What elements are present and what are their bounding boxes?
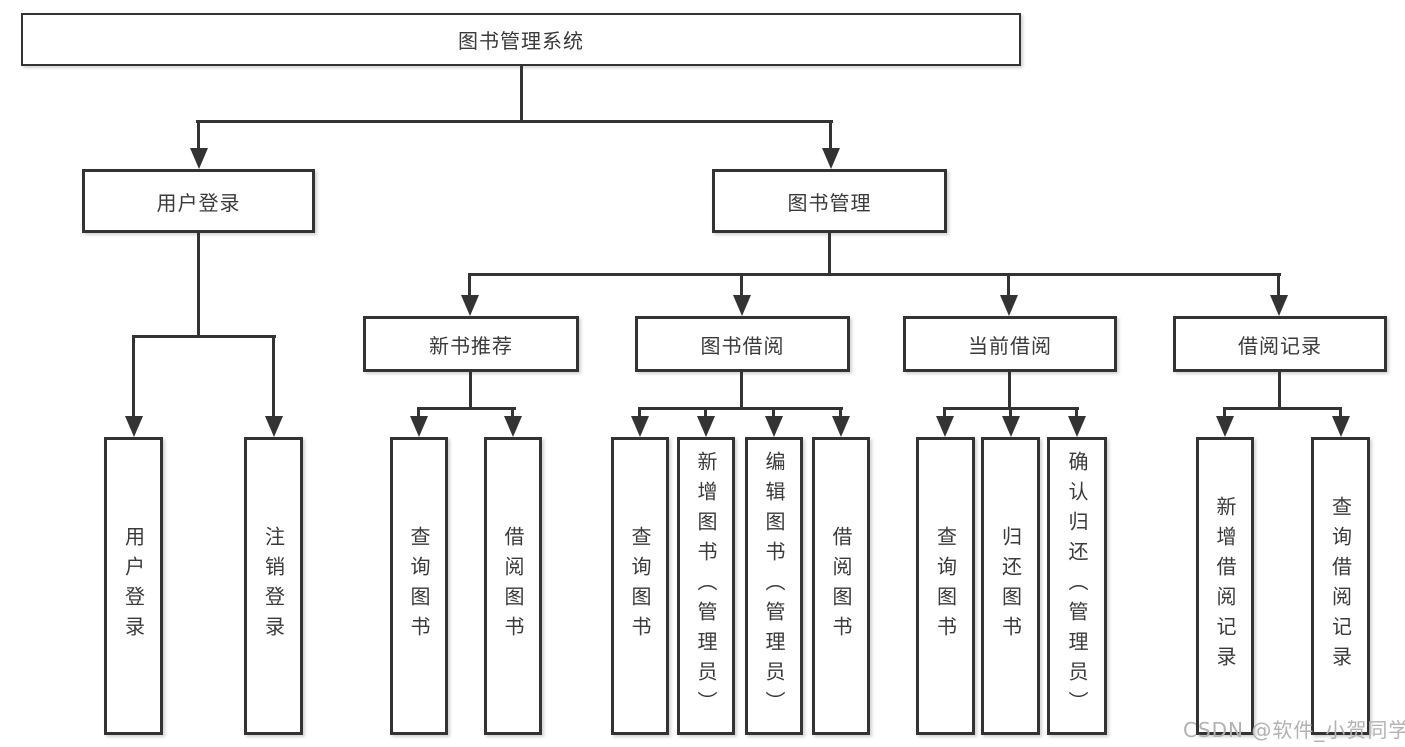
node-library-management-system: 图书管理系统 — [21, 13, 1021, 66]
arrow-to-bb-edit-books — [764, 407, 783, 437]
connector-user-login-stem — [197, 233, 200, 338]
leaf-label: 确认归还（管理员） — [1065, 451, 1089, 721]
leaf-label: 查询图书 — [628, 526, 652, 646]
connector-bb-branch — [638, 407, 843, 410]
leaf-cb-return-books: 归还图书 — [981, 437, 1040, 735]
node-book-management: 图书管理 — [712, 169, 947, 233]
connector-book-management-stem — [828, 233, 831, 276]
arrow-to-bb-borrow-books — [831, 407, 850, 437]
node-label: 当前借阅 — [968, 333, 1052, 358]
connector-level2-branch — [196, 120, 833, 123]
leaf-label: 用户登录 — [121, 526, 146, 646]
csdn-watermark: CSDN @软件_小贺同学 — [1183, 718, 1405, 742]
leaf-label: 新增借阅记录 — [1213, 496, 1237, 676]
arrow-to-cb-return-books — [1001, 407, 1020, 437]
node-label: 新书推荐 — [429, 333, 513, 358]
arrow-to-borrowing-records — [1269, 273, 1288, 316]
connector-user-login-branch — [132, 335, 276, 338]
leaf-label: 借阅图书 — [501, 526, 525, 646]
leaf-br-add-borrow-record: 新增借阅记录 — [1196, 437, 1254, 735]
arrow-to-br-add-record — [1215, 407, 1234, 437]
node-book-borrowing: 图书借阅 — [635, 316, 850, 372]
leaf-cb-query-books: 查询图书 — [916, 437, 975, 735]
connector-bb-stem — [740, 372, 743, 410]
leaf-label: 查询图书 — [407, 526, 431, 646]
leaf-bb-borrow-books: 借阅图书 — [812, 437, 870, 735]
leaf-bb-add-books-admin: 新增图书（管理员） — [677, 437, 735, 735]
node-current-borrowing: 当前借阅 — [903, 316, 1117, 372]
leaf-user-login: 用户登录 — [104, 437, 163, 735]
arrow-to-nbr-query-books — [409, 407, 428, 437]
node-label: 图书管理系统 — [458, 29, 584, 53]
leaf-label: 注销登录 — [261, 526, 286, 646]
leaf-label: 查询图书 — [933, 526, 958, 646]
arrow-to-current-borrowing — [999, 273, 1018, 316]
leaf-label: 新增图书（管理员） — [694, 451, 718, 721]
arrow-to-book-management — [821, 120, 840, 169]
node-label: 用户登录 — [156, 190, 241, 215]
connector-nbr-branch — [417, 407, 516, 410]
connector-nbr-stem — [469, 372, 472, 410]
node-label: 图书借阅 — [700, 333, 785, 358]
node-new-book-recommendation: 新书推荐 — [363, 316, 579, 372]
arrow-to-bb-query-books — [630, 407, 649, 437]
arrow-to-user-login — [189, 120, 208, 169]
leaf-logout: 注销登录 — [244, 437, 303, 735]
leaf-nbr-borrow-books: 借阅图书 — [484, 437, 542, 735]
leaf-br-query-borrow-record: 查询借阅记录 — [1311, 437, 1370, 735]
leaf-nbr-query-books: 查询图书 — [390, 437, 448, 735]
connector-root-stem — [520, 66, 523, 123]
arrow-to-bb-add-books — [696, 407, 715, 437]
leaf-bb-edit-books-admin: 编辑图书（管理员） — [745, 437, 803, 735]
leaf-cb-confirm-return-admin: 确认归还（管理员） — [1047, 437, 1107, 735]
leaf-label: 借阅图书 — [829, 526, 853, 646]
leaf-label: 查询借阅记录 — [1328, 496, 1353, 676]
leaf-bb-query-books: 查询图书 — [611, 437, 669, 735]
arrow-to-logout-leaf — [264, 335, 283, 437]
arrow-to-book-borrowing — [732, 273, 751, 316]
node-label: 借阅记录 — [1238, 333, 1322, 358]
arrow-to-cb-query-books — [935, 407, 954, 437]
arrow-to-new-book-recommendation — [460, 273, 479, 316]
connector-br-branch — [1223, 407, 1342, 410]
connector-cb-stem — [1008, 372, 1011, 410]
node-label: 图书管理 — [787, 190, 872, 215]
arrow-to-br-query-record — [1331, 407, 1350, 437]
arrow-to-cb-confirm-return — [1067, 407, 1086, 437]
connector-level3-branch — [468, 273, 1281, 276]
arrow-to-login-leaf — [124, 335, 143, 437]
leaf-label: 归还图书 — [998, 526, 1023, 646]
arrow-to-nbr-borrow-books — [503, 407, 522, 437]
node-user-login: 用户登录 — [82, 169, 315, 233]
connector-br-stem — [1278, 372, 1281, 410]
leaf-label: 编辑图书（管理员） — [762, 451, 786, 721]
node-borrowing-records: 借阅记录 — [1173, 316, 1387, 372]
